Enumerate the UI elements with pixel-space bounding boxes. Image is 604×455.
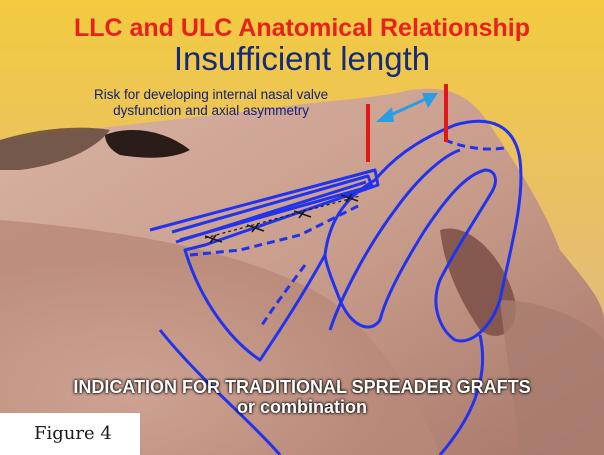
risk-line-2: dysfunction and axial asymmetry — [94, 103, 328, 119]
risk-line-1: Risk for developing internal nasal valve — [94, 87, 328, 103]
risk-annotation: Risk for developing internal nasal valve… — [94, 87, 328, 119]
figure-caption-box: Figure 4 — [0, 413, 140, 455]
figure-title: LLC and ULC Anatomical Relationship — [0, 14, 604, 43]
figure-caption: Figure 4 — [34, 423, 112, 444]
indication-line-1: INDICATION FOR TRADITIONAL SPREADER GRAF… — [0, 377, 604, 398]
figure-subtitle: Insufficient length — [0, 40, 604, 78]
